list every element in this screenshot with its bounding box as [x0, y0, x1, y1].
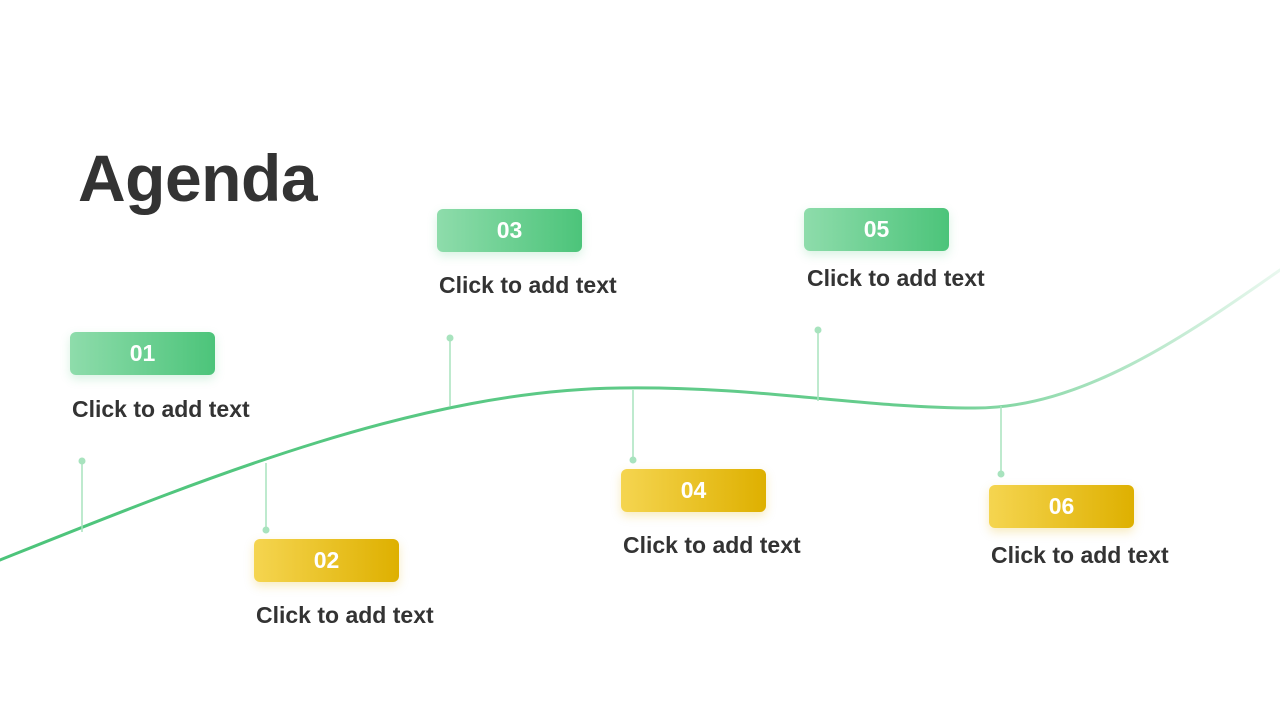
connector-06 [997, 406, 1005, 478]
step-text-03[interactable]: Click to add text [439, 272, 617, 298]
step-badge-02[interactable]: 02 [254, 539, 399, 582]
step-text-05[interactable]: Click to add text [807, 265, 985, 291]
step-text-06[interactable]: Click to add text [991, 542, 1169, 568]
step-text-01[interactable]: Click to add text [72, 396, 250, 422]
page-title: Agenda [78, 141, 318, 215]
step-badge-04[interactable]: 04 [621, 469, 766, 512]
connector-03 [446, 334, 454, 406]
step-text-04[interactable]: Click to add text [623, 532, 801, 558]
timeline-curve [0, 268, 1280, 562]
step-badge-01[interactable]: 01 [70, 332, 215, 375]
connector-01 [78, 457, 86, 532]
step-badge-05[interactable]: 05 [804, 208, 949, 251]
step-text-02[interactable]: Click to add text [256, 602, 434, 628]
connector-04 [629, 390, 637, 464]
connector-02 [262, 463, 270, 534]
step-badge-03[interactable]: 03 [437, 209, 582, 252]
connector-05 [814, 326, 822, 401]
step-badge-06[interactable]: 06 [989, 485, 1134, 528]
